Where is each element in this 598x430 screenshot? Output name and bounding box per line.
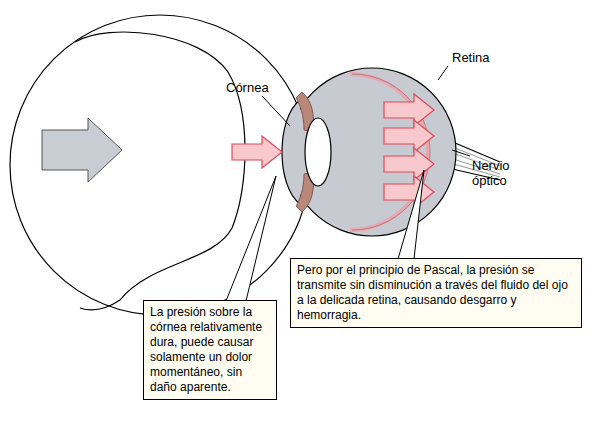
ball-inner-outline bbox=[75, 32, 245, 310]
callout-pointer bbox=[398, 170, 424, 259]
callout-box: La presión sobre la córnea relativamente… bbox=[143, 300, 277, 400]
eyeball bbox=[288, 68, 456, 236]
callout-text: La presión sobre la córnea relativamente… bbox=[150, 305, 270, 395]
part-label: Córnea bbox=[226, 80, 286, 95]
lens bbox=[305, 118, 331, 186]
leader-line bbox=[262, 96, 290, 126]
force-arrow bbox=[42, 118, 122, 182]
pressure-arrows bbox=[384, 94, 434, 208]
part-label: Nervio óptico bbox=[472, 158, 532, 188]
leader-line bbox=[438, 66, 448, 80]
ball-outline bbox=[10, 15, 310, 315]
pressure-arrow bbox=[232, 136, 282, 168]
callout-text: Pero por el principio de Pascal, la pres… bbox=[297, 263, 575, 323]
callout-box: Pero por el principio de Pascal, la pres… bbox=[290, 258, 582, 328]
leader-line bbox=[452, 150, 470, 156]
callout-pointer bbox=[226, 176, 276, 301]
part-label: Retina bbox=[452, 50, 512, 65]
cornea bbox=[282, 100, 300, 204]
